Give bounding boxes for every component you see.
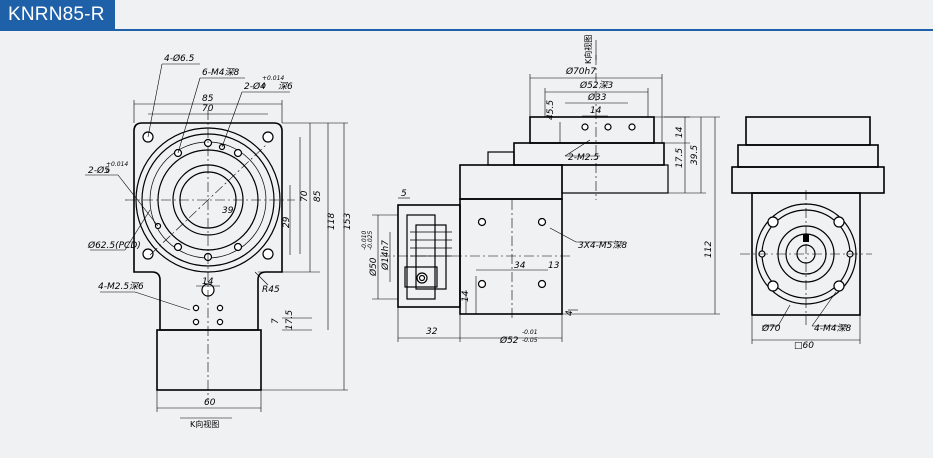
m25-hole-2: [216, 304, 224, 312]
output-housing: [459, 164, 563, 200]
dim-phi50: Ø50: [368, 257, 379, 277]
front-view: 4-Ø6.5 6-M4深8 2-Ø4 +0.014 0 深6 85 70 2-Ø…: [85, 53, 353, 429]
title-underline: [0, 29, 933, 31]
dim-29: 29: [282, 216, 292, 228]
dim-14-front: 14: [202, 277, 214, 287]
k-view-label-bottom: K向视图: [190, 419, 219, 429]
dim-70-v: 70: [300, 190, 310, 202]
dim-phi50-tol: -0.010: [361, 230, 368, 250]
dim-end-phi70: Ø70: [761, 323, 781, 334]
corner-hole-bl: [142, 248, 154, 260]
dim-phi50-tol2: -0.025: [367, 230, 374, 250]
dim-39-5: 39.5: [690, 145, 700, 165]
pcd-hole-3: [233, 148, 243, 158]
dim-85: 85: [202, 94, 214, 104]
label-r45: R45: [262, 285, 280, 295]
label-2-phi5-tol2: 0: [106, 168, 110, 175]
dim-13: 13: [548, 261, 560, 271]
dim-phi70h7: Ø70h7: [565, 66, 596, 77]
label-2-pin-tol2: 0: [262, 83, 266, 90]
dim-34: 34: [514, 261, 526, 271]
m25-hole-1: [192, 304, 200, 312]
label-3x4-m5: 3X4-M5深8: [578, 240, 627, 251]
pcd-hole-5: [233, 242, 243, 252]
label-m25: 4-M2.5深6: [98, 281, 144, 292]
dim-5: 5: [401, 189, 407, 199]
dim-112: 112: [704, 241, 714, 258]
dim-14-top: 14: [590, 106, 602, 116]
label-2-pin-deep: 深6: [278, 81, 293, 92]
lower-body: [156, 329, 262, 391]
dim-39: 39: [222, 206, 234, 216]
label-2-pin-tol: +0.014: [262, 75, 284, 82]
dim-45-5: 45.5: [546, 100, 556, 120]
dim-32: 32: [426, 327, 438, 337]
m25-hole-3: [192, 318, 200, 326]
dim-phi52-tol: -0.01: [522, 329, 538, 336]
dim-17-5-side: 17.5: [675, 148, 685, 168]
dim-7: 7: [271, 318, 281, 324]
end-view: Ø70 4-M4深8 □60: [731, 116, 885, 351]
dim-phi14h7: Ø14h7: [380, 240, 391, 271]
label-pcd: Ø62.5(PCD): [87, 240, 141, 251]
dim-153: 153: [343, 213, 353, 230]
corner-hole-br: [262, 248, 274, 260]
label-end-4-m4: 4-M4深8: [814, 323, 851, 334]
dim-14-side: 14: [675, 126, 685, 138]
label-6-m4: 6-M4深8: [202, 67, 239, 78]
m25-hole-4: [216, 318, 224, 326]
label-2-phi5-tol: +0.014: [106, 161, 128, 168]
dim-phi52: Ø52深3: [579, 80, 614, 91]
end-top-flange: [745, 116, 871, 146]
product-title: KNRN85-R: [0, 0, 115, 30]
dim-17-5: 17.5: [285, 310, 295, 330]
dim-4: 4: [565, 310, 575, 316]
dim-85-v: 85: [313, 190, 323, 202]
dim-end-60: □60: [794, 341, 814, 351]
dim-phi33: Ø33: [587, 92, 607, 103]
dim-60: 60: [204, 398, 216, 408]
main-body: [459, 198, 563, 315]
k-view-label-top: K向视图: [583, 35, 593, 64]
dim-118: 118: [327, 213, 337, 230]
dim-phi52-tol2: -0.05: [522, 337, 538, 344]
side-view: Ø70h7 Ø52深3 Ø33 14 45.5 2-M2.5 17.5 14 3…: [361, 35, 720, 346]
label-4-hole: 4-Ø6.5: [164, 53, 195, 64]
label-2-m25: 2-M2.5: [568, 153, 599, 163]
label-2-pin: 2-Ø4: [244, 81, 266, 92]
dim-phi52-bottom: Ø52: [499, 335, 519, 346]
pcd-hole-4: [173, 242, 183, 252]
dim-14-bottom: 14: [461, 290, 471, 302]
label-2-phi5: 2-Ø5: [88, 165, 110, 176]
corner-hole-tr: [262, 131, 274, 143]
dim-70: 70: [202, 104, 214, 114]
